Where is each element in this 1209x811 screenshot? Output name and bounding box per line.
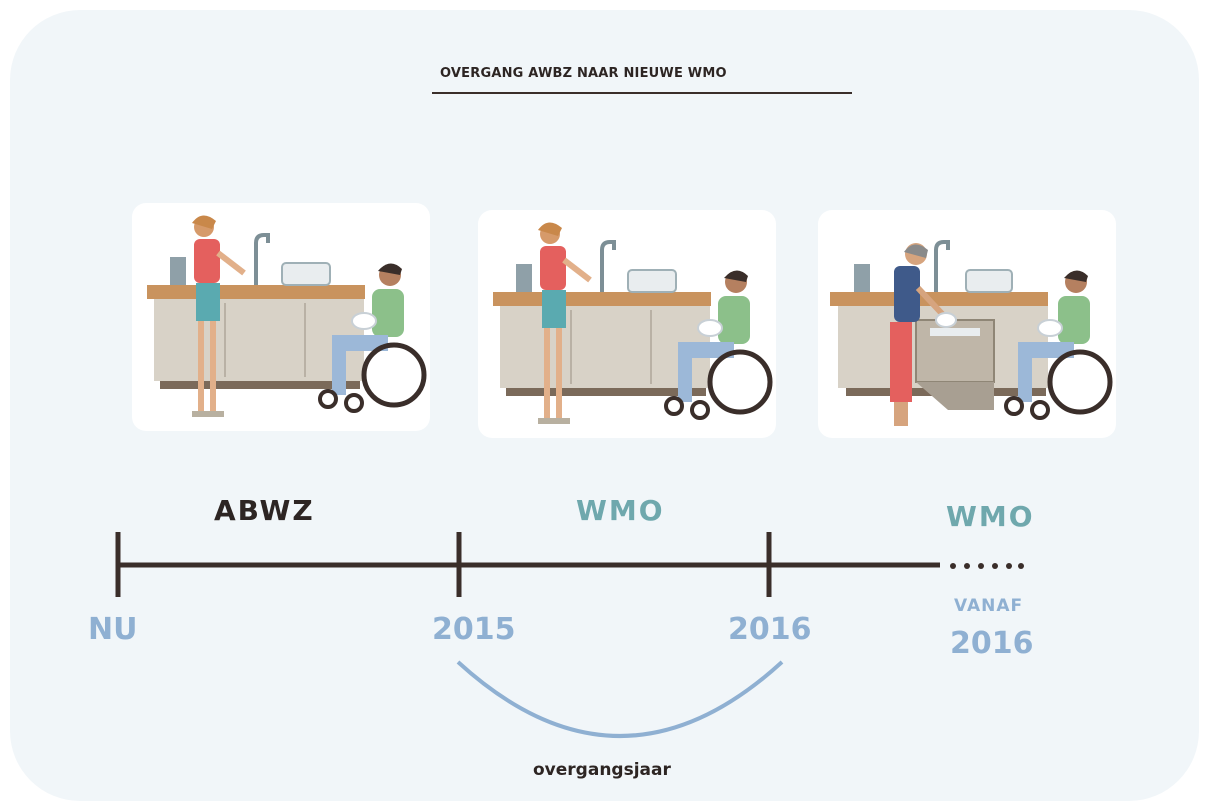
transition-arc <box>456 660 784 738</box>
kitchen-counter-icon <box>493 240 711 396</box>
year-label-now: NU <box>88 612 138 647</box>
wheelchair-user-icon <box>664 270 773 420</box>
dishwasher-icon <box>915 319 995 410</box>
illustration-panel-2015 <box>478 210 776 438</box>
transition-label: overgangsjaar <box>533 760 671 780</box>
continuation-dots <box>950 563 1024 569</box>
illustration-panel-now <box>132 203 430 431</box>
year-label-2016: 2016 <box>728 612 812 647</box>
helper-woman-icon <box>192 215 246 417</box>
older-woman-helper-icon <box>890 243 957 426</box>
wheelchair-user-icon <box>1004 270 1113 420</box>
era-label-abwz: ABWZ <box>214 494 315 527</box>
era-label-wmo-future: WMO <box>946 500 1035 533</box>
helper-woman-icon <box>538 222 592 424</box>
kitchen-counter-icon <box>147 233 365 389</box>
year-label-2015: 2015 <box>432 612 516 647</box>
era-label-wmo: WMO <box>576 494 665 527</box>
wheelchair-user-icon <box>318 263 427 413</box>
page-title: OVERGANG AWBZ NAAR NIEUWE WMO <box>432 62 852 94</box>
year-label-vanaf: VANAF <box>954 596 1024 616</box>
year-label-vanaf-2016: 2016 <box>950 626 1034 661</box>
illustration-panel-2016 <box>818 210 1116 438</box>
